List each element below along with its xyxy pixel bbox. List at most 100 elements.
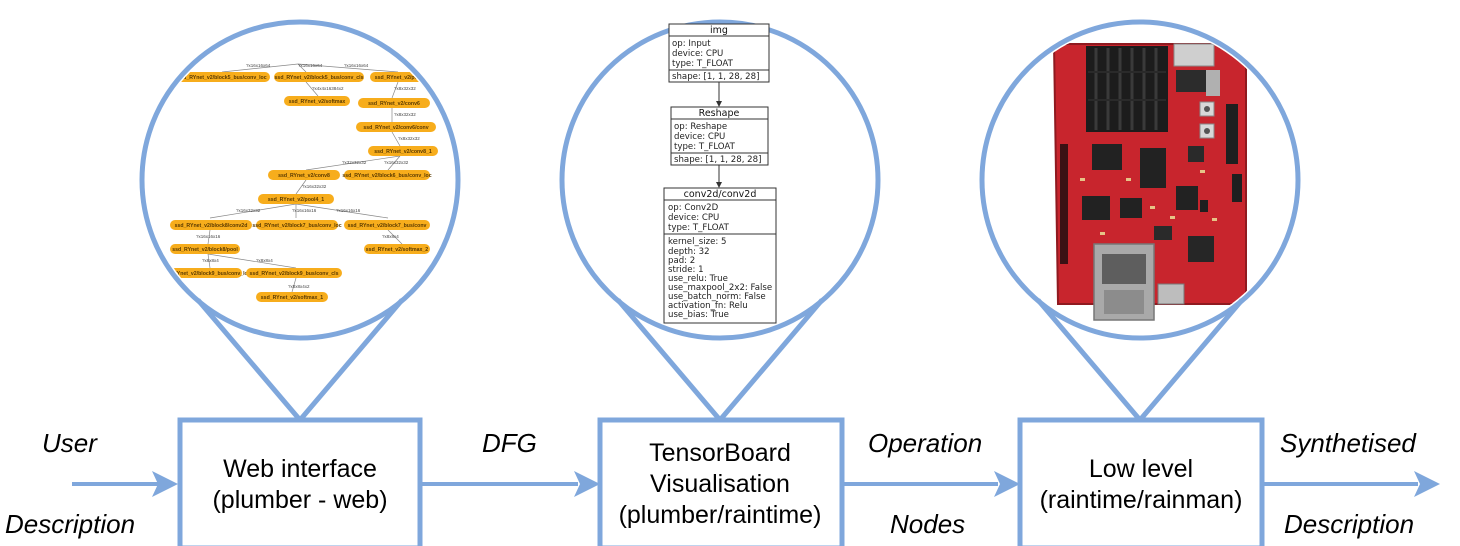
chip — [1120, 198, 1142, 218]
stage-subtitle: (raintime/rainman) — [1040, 486, 1243, 514]
svg-text:ssd_RYnet_v2/softmax_2: ssd_RYnet_v2/softmax_2 — [366, 247, 428, 253]
graph-node: ssd_RYnet_v2/block7_bus/conv — [344, 220, 430, 230]
graph-node: ssd_RYnet_v2/pool4_1 — [258, 194, 334, 204]
edge-label: ?x16x16x16 — [336, 208, 361, 213]
graph-node: ssd_RYnet_v2/conv8_1 — [368, 146, 438, 156]
edge-label: ?x8x8x4 — [382, 234, 399, 239]
stage-box — [1017, 417, 1265, 546]
svg-text:ssd_RYnet_v2/block9_bus/conv_c: ssd_RYnet_v2/block9_bus/conv_cls — [250, 271, 339, 277]
input-arrow-head — [152, 471, 178, 497]
graph-node: ssd_RYnet_v2/block9_bus/conv_loc — [161, 268, 251, 278]
label-description-in: Description — [5, 509, 135, 539]
svg-text:ssd_RYnet_v2/pool4_1: ssd_RYnet_v2/pool4_1 — [268, 197, 324, 203]
flow-arrows — [72, 471, 1440, 497]
web-graph-edge-labels: ?x16x16x64 ?x16x16x64 ?x16x16x64 ?x4x4x1… — [196, 63, 420, 289]
graph-node: ssd_RYnet_v2/conv8 — [268, 170, 340, 180]
tb-edge-head — [716, 101, 722, 107]
edge-label: ?x8x8x4 — [202, 258, 219, 263]
web-graph-nodes: ssd_RYnet_v2/block5_bus/conv_loc ssd_RYn… — [161, 72, 438, 302]
svg-text:ssd_RYnet_v2/pool3: ssd_RYnet_v2/pool3 — [375, 75, 426, 81]
edge-label: ?x4x4x16384x2 — [312, 86, 344, 91]
left-pin-column — [1060, 144, 1068, 264]
tb-node-param: use_bias: True — [668, 310, 729, 320]
graph-node: ssd_RYnet_v2/conv6/conv — [356, 122, 436, 132]
edge-label: ?x16x32x32 — [302, 184, 327, 189]
graph-node: ssd_RYnet_v2/block5_bus/conv_cls — [274, 72, 364, 82]
output-arrow-head — [1414, 471, 1440, 497]
stage-subtitle: (plumber - web) — [212, 486, 387, 514]
edge-label: ?x8x32x32 — [394, 112, 416, 117]
tb-node-param: activation_fn: Relu — [668, 301, 748, 311]
tb-node-prop: device: CPU — [674, 132, 725, 142]
fpga-board-photo — [1052, 43, 1247, 321]
label-operation: Operation — [868, 428, 982, 458]
usb-port — [1157, 283, 1185, 305]
edge-label: ?x8x8x4 — [256, 258, 273, 263]
tb-edge-head — [716, 182, 722, 188]
svg-text:ssd_RYnet_v2/conv8: ssd_RYnet_v2/conv8 — [278, 173, 330, 179]
connector — [1206, 70, 1220, 96]
graph-node: ssd_RYnet_v2/block9_bus/conv_cls — [246, 268, 342, 278]
edge-label: ?x16x16x16 — [292, 208, 317, 213]
chip — [1154, 226, 1172, 240]
tb-node-prop: type: T_FLOAT — [668, 223, 730, 233]
flow-labels: User Description DFG Operation Nodes Syn… — [5, 428, 1417, 539]
pin-header — [1232, 174, 1242, 202]
edge-label: ?x8x8x4x2 — [288, 284, 310, 289]
edge-label: ?x16x16x64 — [344, 63, 369, 68]
stage-title: TensorBoard — [649, 439, 791, 467]
edge-label: ?x16x32x32 — [384, 160, 409, 165]
edge-label: ?x16x16x64 — [298, 63, 323, 68]
label-nodes: Nodes — [890, 509, 965, 539]
edge-label: ?x8x32x32 — [398, 136, 420, 141]
tb-node-img: img op: Input device: CPU type: T_FLOAT … — [668, 23, 770, 83]
tb-node-param: stride: 1 — [668, 265, 704, 275]
graph-node: ssd_RYnet_v2/block6_bus/conv_loc — [342, 170, 432, 180]
chip — [1082, 196, 1110, 220]
tensorboard-graph-screenshot: img op: Input device: CPU type: T_FLOAT … — [663, 23, 777, 324]
op-nodes-arrow-head — [994, 471, 1020, 497]
graph-node: ssd_RYnet_v2/block7_bus/conv_loc — [252, 220, 342, 230]
svg-text:ssd_RYnet_v2/conv6/conv: ssd_RYnet_v2/conv6/conv — [363, 125, 428, 131]
tb-node-param: depth: 32 — [668, 247, 710, 257]
tb-node-param: pad: 2 — [668, 256, 695, 266]
stage-tensorboard: TensorBoard Visualisation (plumber/raint… — [597, 417, 845, 546]
tb-node-prop: op: Reshape — [674, 122, 727, 132]
stage-title: Web interface — [223, 455, 377, 483]
tb-node-reshape: Reshape op: Reshape device: CPU type: T_… — [670, 106, 769, 166]
svg-text:ssd_RYnet_v2/conv6: ssd_RYnet_v2/conv6 — [368, 101, 420, 107]
edge-label: ?x32x32x32 — [342, 160, 367, 165]
chip — [1188, 146, 1204, 162]
tb-node-shape: shape: [1, 1, 28, 28] — [674, 155, 761, 165]
tb-node-param: use_maxpool_2x2: False — [668, 283, 772, 293]
graph-node: ssd_RYnet_v2/softmax — [284, 96, 350, 106]
graph-node: ssd_RYnet_v2/conv6 — [358, 98, 430, 108]
tb-node-shape: shape: [1, 1, 28, 28] — [672, 72, 759, 82]
svg-text:ssd_RYnet_v2/conv8_1: ssd_RYnet_v2/conv8_1 — [374, 149, 432, 155]
svg-text:ssd_RYnet_v2/block7_bus/conv_l: ssd_RYnet_v2/block7_bus/conv_loc — [252, 223, 341, 229]
tb-node-conv2d: conv2d/conv2d op: Conv2D device: CPU typ… — [663, 187, 777, 324]
stage-box — [177, 417, 423, 546]
edge-label: ?x16x16x64 — [246, 63, 271, 68]
tb-node-title: conv2d/conv2d — [684, 189, 757, 200]
graph-node: ssd_RYnet_v2/softmax_2 — [364, 244, 430, 254]
dfg-arrow-head — [574, 471, 600, 497]
graph-node: ssd_RYnet_v2/softmax_1 — [256, 292, 328, 302]
tb-node-prop: device: CPU — [672, 49, 723, 59]
graph-node: ssd_RYnet_v2/block8/conv2d — [170, 220, 252, 230]
chip — [1092, 144, 1122, 170]
chip — [1188, 236, 1214, 262]
web-graph-edges — [207, 63, 403, 293]
chip — [1140, 148, 1166, 188]
stage-box — [597, 417, 845, 546]
graph-node: ssd_RYnet_v2/block8/pool — [170, 244, 240, 254]
edge-label: ?x8x32x32 — [394, 86, 416, 91]
tb-node-prop: op: Conv2D — [668, 203, 719, 213]
edge-label: ?x16x32x32 — [236, 208, 261, 213]
tb-node-prop: type: T_FLOAT — [672, 59, 734, 69]
tb-node-param: use_batch_norm: False — [668, 292, 766, 302]
svg-text:ssd_RYnet_v2/block6_bus/conv_l: ssd_RYnet_v2/block6_bus/conv_loc — [342, 173, 431, 179]
tb-node-prop: type: T_FLOAT — [674, 142, 736, 152]
stage-subtitle: (plumber/raintime) — [619, 501, 822, 529]
